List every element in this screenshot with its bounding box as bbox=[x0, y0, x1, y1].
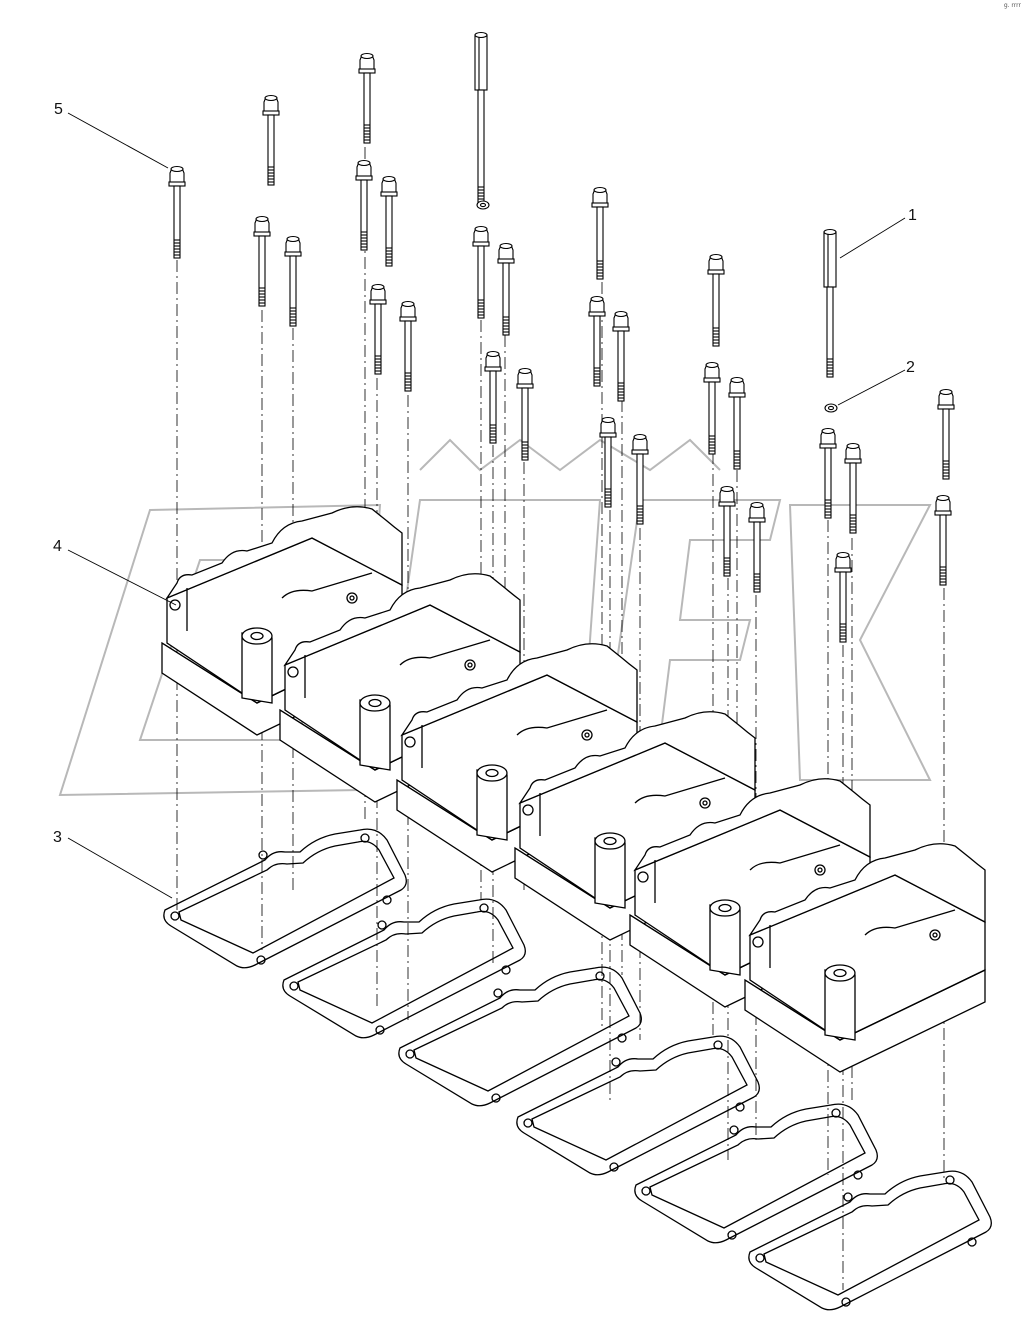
bolt bbox=[588, 295, 606, 387]
bolt bbox=[707, 253, 725, 347]
bolt bbox=[718, 485, 736, 577]
bolt bbox=[728, 376, 746, 470]
stud-item-1 bbox=[823, 228, 837, 378]
gasket bbox=[282, 898, 526, 1039]
valve-cover bbox=[396, 643, 638, 873]
valve-cover bbox=[629, 778, 871, 1008]
bolts bbox=[168, 31, 955, 643]
callout-1: 1 bbox=[908, 207, 917, 224]
gasket bbox=[163, 828, 407, 969]
callout-2: 2 bbox=[906, 359, 915, 376]
stud bbox=[474, 31, 488, 206]
bolt bbox=[355, 159, 373, 251]
bolt bbox=[358, 52, 376, 144]
gasket bbox=[398, 966, 642, 1107]
bolt bbox=[612, 310, 630, 402]
callout-leaders bbox=[67, 112, 906, 899]
callout-4: 4 bbox=[53, 538, 62, 555]
bolt bbox=[834, 551, 852, 643]
bolt bbox=[844, 442, 862, 534]
valve-cover bbox=[161, 506, 403, 736]
valve-cover bbox=[514, 711, 756, 941]
valve-cover bbox=[279, 573, 521, 803]
bolt bbox=[599, 416, 617, 508]
callout-3: 3 bbox=[53, 829, 62, 846]
bolt bbox=[262, 94, 280, 186]
bolt bbox=[516, 367, 534, 461]
bolt bbox=[497, 242, 515, 336]
bolt-item-5 bbox=[168, 165, 186, 259]
bolt bbox=[472, 225, 490, 319]
gasket bbox=[634, 1103, 878, 1244]
bolt bbox=[380, 175, 398, 267]
bolt bbox=[399, 300, 417, 392]
gasket bbox=[516, 1035, 760, 1176]
callout-5: 5 bbox=[54, 101, 63, 118]
washer bbox=[476, 200, 490, 210]
bolt bbox=[934, 494, 952, 586]
bolt bbox=[748, 501, 766, 593]
bolt bbox=[703, 361, 721, 455]
gasket bbox=[748, 1170, 992, 1311]
bolt bbox=[937, 388, 955, 480]
corner-mark: g. rrrr bbox=[1003, 2, 1021, 9]
bolt bbox=[591, 186, 609, 280]
valve-cover bbox=[744, 843, 986, 1073]
bolt bbox=[253, 215, 271, 307]
bolt bbox=[819, 427, 837, 519]
gaskets bbox=[163, 828, 992, 1311]
bolt bbox=[284, 235, 302, 327]
bolt bbox=[369, 283, 387, 375]
washer-item-2 bbox=[824, 403, 838, 413]
bolt bbox=[631, 433, 649, 525]
valve-covers bbox=[161, 506, 986, 1073]
bolt bbox=[484, 350, 502, 444]
